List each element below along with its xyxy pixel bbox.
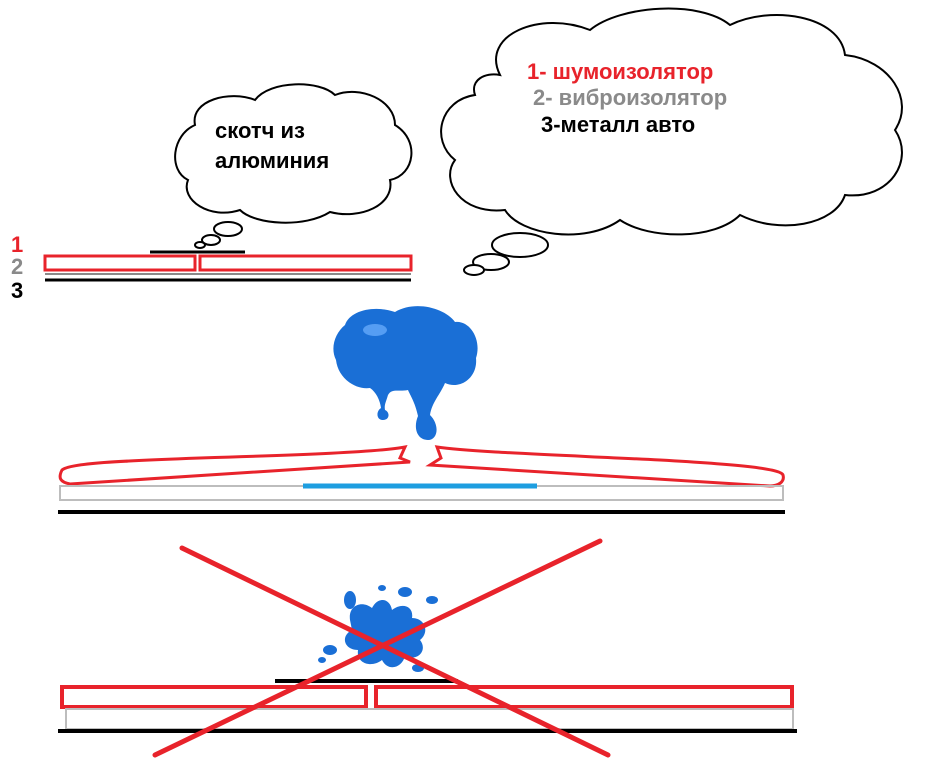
layer-number-3: 3: [11, 278, 24, 303]
noise-insulator-right-bottom: [374, 685, 794, 709]
vibro-insulator-layer-bottom: [65, 708, 794, 730]
legend-noise-insulator: 1- шумоизолятор: [527, 59, 714, 84]
noise-insulator-left: [43, 254, 197, 272]
layer-number-1: 1: [11, 232, 24, 257]
cross-out-mark: [152, 538, 611, 758]
tape-label-line2: алюминия: [215, 148, 330, 173]
water-splash-icon: [318, 585, 438, 672]
small-thought-cloud: [174, 83, 413, 249]
top-layer-stack: [43, 250, 413, 282]
bottom-layer-stack: [58, 679, 797, 733]
legend-vibro-insulator: 2- виброизолятор: [533, 85, 728, 110]
layer-number-2: 2: [11, 254, 24, 279]
legend-metal: 3-металл авто: [541, 112, 696, 137]
noise-insulator-left-bottom: [60, 685, 368, 709]
noise-insulator-right: [198, 254, 413, 272]
large-thought-cloud: [440, 7, 903, 276]
peeled-insulator-left: [58, 444, 411, 486]
middle-layer-stack: [58, 444, 785, 514]
tape-label-line1: скотч из: [215, 118, 305, 143]
peeled-insulator-right: [425, 445, 785, 488]
water-drop-icon: [333, 306, 478, 440]
